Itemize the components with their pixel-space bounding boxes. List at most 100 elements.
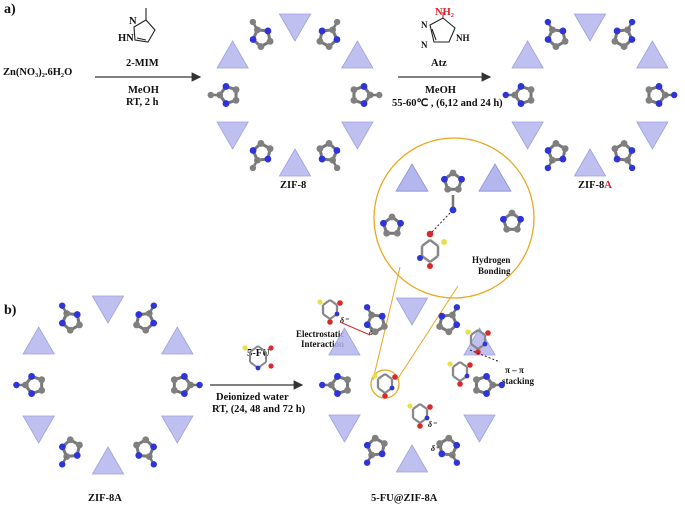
zif8a-start-nitrogen-atom (28, 390, 36, 397)
zif8a-carbon-atom (561, 145, 569, 153)
zinc-nitrate-label: Zn(NO₃)₂.6H₂O (3, 67, 73, 78)
zif8-carbon-atom (316, 37, 324, 45)
fu-guest-bond (477, 329, 486, 336)
mim-ring-hn: HN (118, 33, 134, 44)
zif8a-amine-atom (544, 18, 552, 26)
zif8a-start-carbon-atom (38, 376, 46, 384)
zoom-atom (458, 175, 465, 183)
fu-guest-nitrogen (389, 385, 395, 391)
zif8-nitrogen-atom (360, 83, 368, 90)
fu-guest-nitrogen (424, 415, 430, 421)
zoom-right-linker (500, 209, 524, 233)
fu-zif8a-tetrahedron (395, 297, 429, 326)
zif8a-start-tetrahedron (22, 326, 55, 355)
fu-guest-bond (470, 329, 479, 336)
zif8a-framework (502, 13, 678, 177)
delta-plus-2: δ⁺ (431, 444, 440, 453)
zif8a-tetrahedron (636, 121, 669, 150)
zif8a-nitrogen-atom (544, 36, 552, 43)
zif8-methyl-atom (207, 91, 214, 99)
zoom-fragment (380, 163, 524, 269)
hydrogen-label-2: Bonding (478, 266, 511, 276)
zif8a-carbon-atom (611, 145, 619, 153)
fu-zif8a-nitrogen-atom (378, 312, 386, 320)
solvent-meoh-2: MeOH (425, 85, 456, 96)
zif8a-start-amine-atom (150, 302, 157, 309)
zif8-carbon-atom (232, 96, 240, 104)
zoom-atom (444, 185, 452, 193)
fu-zif8a-nitrogen-atom (453, 441, 461, 449)
zif8-methyl-atom (376, 91, 383, 99)
pi-stacking-dash (469, 349, 501, 363)
zif8a-carbon-atom (645, 96, 653, 104)
zif8-carbon-atom (325, 140, 333, 147)
fu-zif8a-nitrogen-atom (438, 312, 446, 320)
zoom-atom (383, 229, 391, 237)
fu-zif8a-carbon-atom (436, 440, 444, 447)
fu-zif8a-nitrogen-atom (453, 321, 461, 329)
fu-zif8a-amine-atom (453, 459, 461, 466)
zif8a-base: ZIF-8 (578, 180, 605, 191)
delta-minus-2: δ⁻ (428, 420, 437, 429)
zoom-fu-bond (421, 239, 431, 247)
fu-guest-bond (322, 299, 331, 306)
zif8a-tetrahedron (636, 40, 669, 69)
fu-guest-oxygen (427, 404, 433, 410)
zif8-framework (207, 13, 383, 177)
zif8-tetrahedron (216, 40, 249, 69)
pi-stacking-label-2: stacking (502, 376, 535, 386)
zif8a-start-nitrogen-atom (150, 443, 158, 451)
hydrogen-bond-dash (431, 212, 451, 233)
zif8a-label: ZIF-8A (578, 180, 612, 191)
zif8a-suffix: A (604, 180, 612, 191)
conditions-55-60: 55-60℃ , (6,12 and 24 h) (392, 98, 503, 109)
fu-zif8a-carbon-atom (473, 376, 480, 384)
zoom-fu-bond (429, 255, 439, 263)
atz-amine-label: NH₂ (435, 7, 454, 18)
fu-zif8a-carbon-atom (436, 323, 444, 330)
zif8-nitrogen-atom (333, 147, 341, 154)
zif8-nitrogen-atom (264, 155, 272, 163)
zif8a-carbon-atom (527, 86, 535, 94)
fu-guest-oxygen-2 (457, 381, 463, 387)
zif8a-start-nitrogen-atom (58, 443, 66, 451)
atz-ring-n1: N (421, 20, 428, 30)
zif8a-amine-atom (671, 91, 678, 99)
fu-zif8a-nitrogen-atom (363, 321, 371, 329)
fu-guest-bond (384, 373, 393, 380)
electrostatic-label-1: Electrostatic (296, 329, 345, 339)
fu-zif8a-tetrahedron (395, 444, 429, 473)
fu-zif8a-carbon-atom (445, 434, 453, 442)
zif8a-start-tetrahedron (161, 415, 194, 444)
fu-zif8a-tetrahedron (463, 414, 496, 443)
fu-guest-bond (322, 313, 331, 320)
fu-zif8a-carbon-atom (344, 376, 351, 384)
zoom-atom (441, 175, 448, 183)
fu-guest-bond (412, 417, 421, 424)
zif8a-carbon-atom (527, 96, 535, 104)
fu-zif8a-carbon-atom (380, 440, 388, 447)
zif8a-nitrogen-atom (517, 83, 525, 90)
zif8a-nitrogen-atom (655, 83, 663, 90)
zif8-tetrahedron (341, 121, 374, 150)
fu-zif8a-nitrogen-atom (483, 390, 490, 397)
fu-zif8a-nitrogen-atom (438, 450, 446, 458)
zif8a-start-nitrogen-atom (180, 373, 188, 380)
fu-guest-bond (412, 403, 421, 410)
zif8a-start-carbon-atom (66, 326, 74, 334)
fu-zif8a-tetrahedron (328, 327, 361, 356)
fu-guest-fluorine (317, 299, 323, 305)
zif8a-start-nitrogen-atom (135, 311, 143, 318)
zif8a-start-nitrogen-atom (135, 452, 143, 459)
zoom-atom (388, 213, 396, 221)
zif8-carbon-atom (266, 145, 274, 153)
zif8a-amine-atom (628, 164, 636, 172)
electrostatic-line (339, 321, 371, 336)
zif8a-start-carbon-atom (142, 326, 150, 334)
mim-structure (133, 8, 156, 43)
zif8a-carbon-atom (552, 140, 560, 147)
zif8-carbon-atom (257, 43, 265, 50)
fu-guest-bond (377, 373, 386, 380)
zif8-methyl-atom (333, 164, 341, 172)
conditions-rt-24-72: RT, (24, 48 and 72 h) (212, 404, 306, 415)
